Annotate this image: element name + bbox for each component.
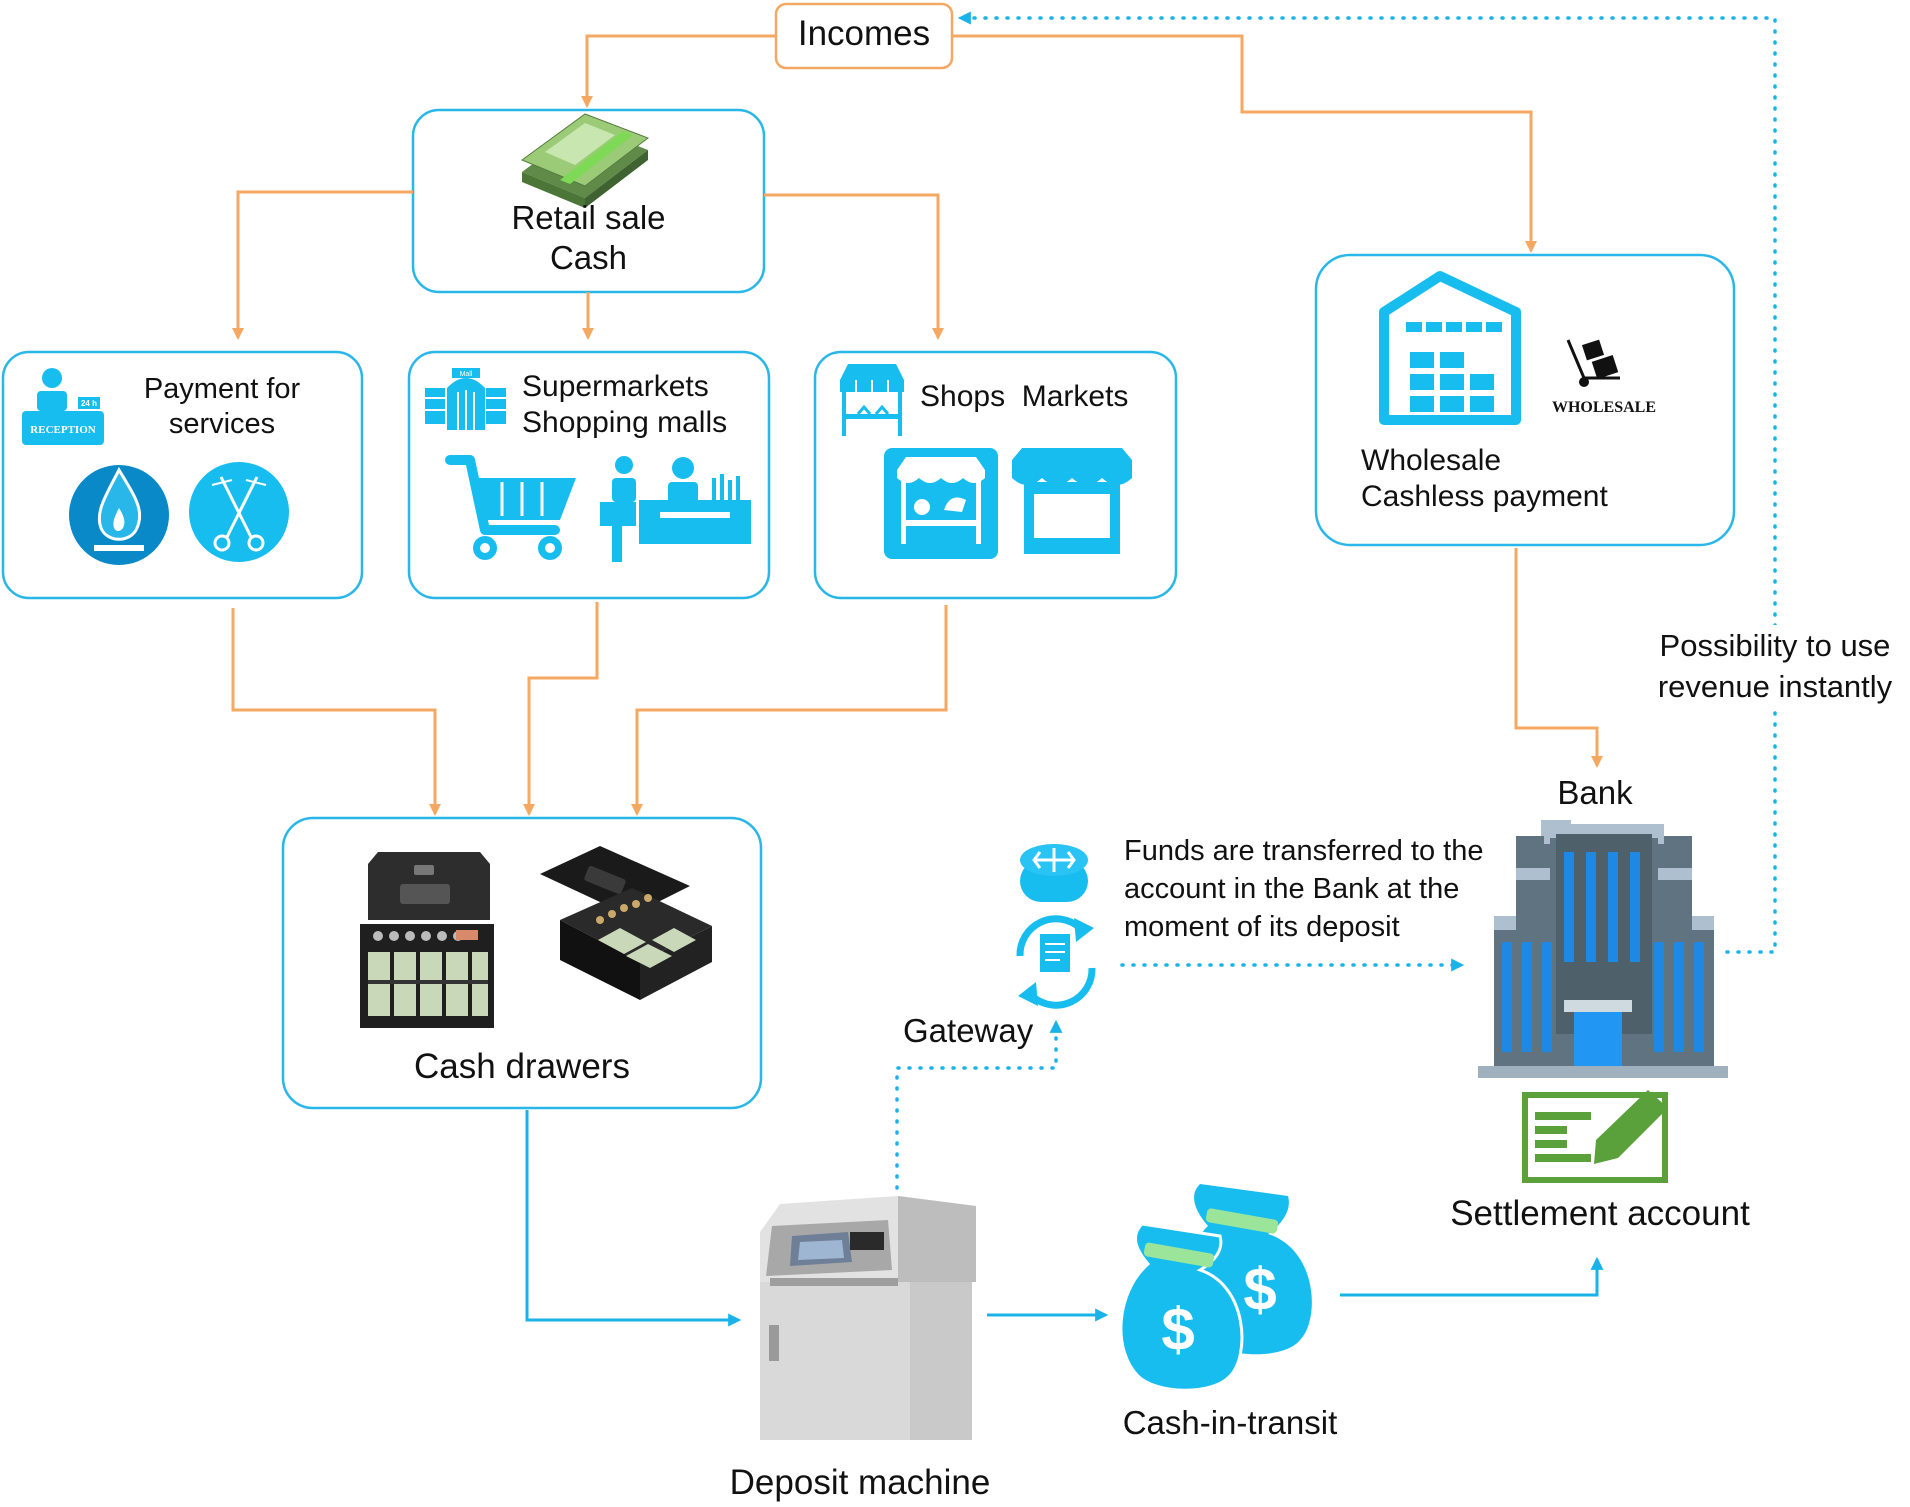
services-line2: services <box>168 407 276 440</box>
cash-drawers-label: Cash drawers <box>414 1047 630 1086</box>
scissors-icon <box>189 462 289 562</box>
bank-building-icon <box>1478 820 1728 1078</box>
supermarkets-line2: Shopping malls <box>522 406 728 439</box>
reception-icon: 24 h RECEPTION <box>22 368 104 445</box>
retail-sale-line2: Cash <box>549 238 628 276</box>
cash-box-icon <box>360 846 712 1028</box>
bank-label: Bank <box>1557 774 1633 811</box>
mall-icon: Mall <box>425 368 506 430</box>
gas-flame-icon <box>69 465 169 565</box>
sync-document-icon <box>1016 915 1096 1009</box>
shopping-cart-icon <box>445 455 576 560</box>
svg-text:24 h: 24 h <box>81 399 97 408</box>
arrow-incomes-to-wholesale <box>952 34 1537 253</box>
funds-transfer-line3: moment of its deposit <box>1124 911 1400 943</box>
arrow-retail-to-shops <box>764 193 944 340</box>
svg-text:RECEPTION: RECEPTION <box>30 424 95 436</box>
wholesale-line2: Cashless payment <box>1361 480 1608 513</box>
supermarkets-label: Supermarkets Shopping malls <box>522 369 727 441</box>
hand-truck-icon: WHOLESALE <box>1552 339 1656 416</box>
check-document-icon <box>1522 1090 1668 1183</box>
gateway-label: Gateway <box>903 1012 1034 1049</box>
supermarkets-line1: Supermarkets <box>522 370 709 403</box>
svg-text:Mall: Mall <box>460 371 473 378</box>
wholesale-label: Wholesale Cashless payment <box>1361 443 1608 515</box>
dotted-atm-to-gateway <box>895 1019 1063 1190</box>
money-bags-icon: $ $ <box>1119 1184 1312 1392</box>
services-line1: Payment for <box>143 373 301 405</box>
services-label: Payment for services <box>122 372 322 442</box>
instant-revenue-note: Possibility to use revenue instantly <box>1640 625 1910 707</box>
wholesale-line1: Wholesale <box>1361 444 1502 477</box>
arrow-incomes-to-retail <box>581 34 776 108</box>
arrow-drawers-to-atm <box>525 1110 742 1327</box>
atm-icon <box>760 1196 976 1440</box>
arrow-transit-to-settlement <box>1340 1256 1604 1297</box>
cash-in-transit-label: Cash-in-transit <box>1122 1404 1338 1441</box>
funds-transfer-line2: account in the Bank at the <box>1124 873 1460 905</box>
instant-revenue-line2: revenue instantly <box>1657 669 1893 704</box>
shop-front-icon <box>1012 448 1132 554</box>
arrow-retail-to-services <box>232 190 413 340</box>
retail-sale-line1: Retail sale <box>511 199 666 236</box>
incomes-label: Incomes <box>797 14 931 53</box>
money-stack-icon <box>520 113 650 208</box>
router-icon <box>1020 844 1088 902</box>
warehouse-icon <box>1379 271 1521 425</box>
funds-transfer-line1: Funds are transferred to the <box>1124 835 1484 867</box>
svg-text:WHOLESALE: WHOLESALE <box>1552 399 1656 416</box>
orange-connectors <box>231 34 1603 816</box>
blue-connectors <box>525 1110 1604 1327</box>
arrow-wholesale-to-bank <box>1514 548 1603 768</box>
instant-revenue-line1: Possibility to use <box>1659 628 1891 663</box>
svg-text:$: $ <box>1161 1296 1194 1363</box>
settlement-account-label: Settlement account <box>1450 1194 1750 1233</box>
arrow-shops-to-drawers <box>631 605 948 816</box>
arrow-services-to-drawers <box>231 608 441 816</box>
svg-text:$: $ <box>1243 1256 1276 1323</box>
arrow-supermarkets-to-drawers <box>523 602 599 816</box>
funds-transfer-note: Funds are transferred to the account in … <box>1124 832 1483 946</box>
dotted-bank-to-incomes <box>957 11 1777 954</box>
deposit-machine-label: Deposit machine <box>729 1463 991 1502</box>
dotted-connectors <box>895 11 1777 1190</box>
cashier-icon <box>600 456 751 562</box>
retail-sale-label: Retail sale Cash <box>413 198 764 277</box>
shops-markets-label: Shops Markets <box>920 380 1129 413</box>
grocery-stall-icon <box>884 448 998 559</box>
market-stall-icon <box>840 364 904 436</box>
